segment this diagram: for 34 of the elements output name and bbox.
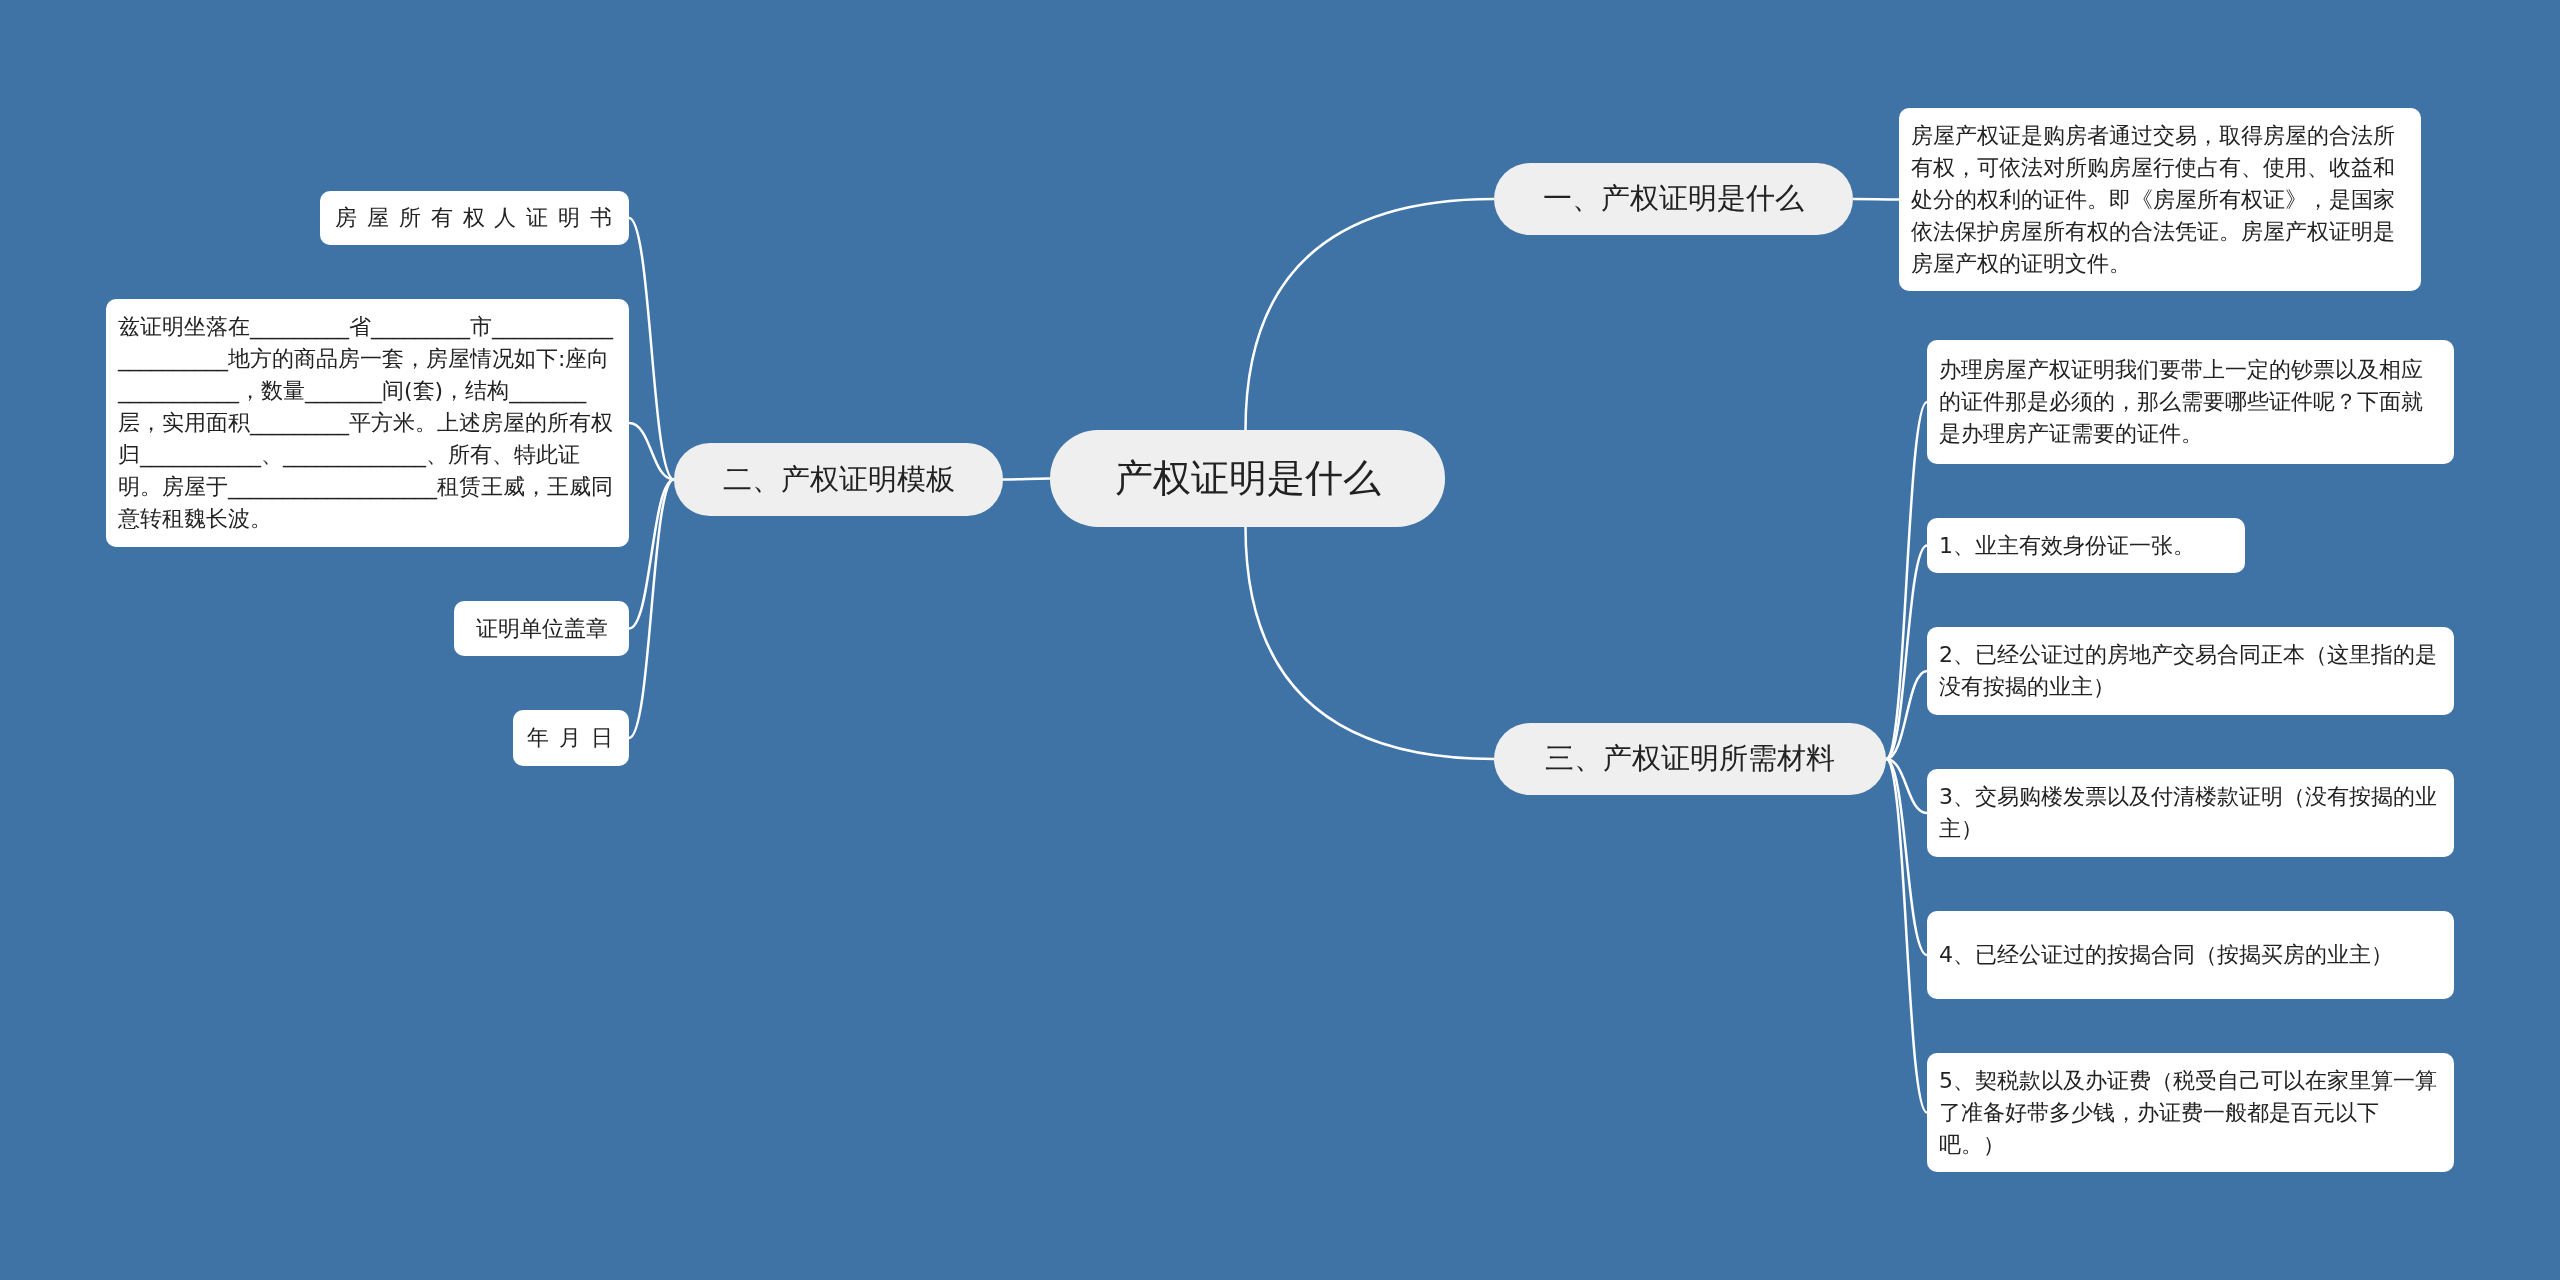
- topic-text: 办理房屋产权证明我们要带上一定的钞票以及相应的证件那是必须的，那么需要哪些证件呢？下面就是办理房产证需要的证件。: [1939, 356, 2424, 448]
- connector-line: [628, 478, 675, 739]
- topic-text: 证明单位盖章: [475, 614, 608, 643]
- topic-text: 年月日: [527, 724, 623, 752]
- connector-line: [1244, 526, 1495, 761]
- connector-line: [1884, 758, 1929, 1114]
- topic-text: 房屋产权证是购房者通过交易，取得房屋的合法所有权，可依法对所购房屋行使占有、使用、收益和处分的权利的证件。即《房屋所有权证》，是国家依法保护房屋所有权的合法凭证。房屋产权证明是房屋产权的证明文件。: [1911, 121, 2396, 278]
- connector-line: [1884, 401, 1929, 760]
- connector-line: [1853, 197, 1899, 201]
- topic-text: 2、已经公证过的房地产交易合同正本（这里指的是没有按揭的业主）: [1939, 641, 2438, 701]
- topic-text: 3、交易购楼发票以及付清楼款证明（没有按揭的业主）: [1939, 783, 2438, 843]
- topic-text: 5、契税款以及办证费（税受自己可以在家里算一算了准备好带多少钱，办证费一般都是百元以下吧。）: [1939, 1066, 2438, 1159]
- subtopic-card: [320, 191, 629, 245]
- subtopic-card: [1927, 627, 2454, 715]
- subtopic-card: [513, 710, 629, 766]
- topic-text: 1、业主有效身份证一张。: [1939, 531, 2195, 560]
- topic-text: 二、产权证明模板: [722, 460, 955, 498]
- subtopic-card: [1927, 911, 2454, 999]
- connector-line: [628, 217, 675, 481]
- subtopic-card: [1927, 518, 2245, 573]
- topic-text: 三、产权证明所需材料: [1545, 740, 1835, 777]
- topic-text: 一、产权证明是什么: [1543, 180, 1804, 217]
- subtopic-card: [454, 601, 629, 656]
- topic-text: 产权证明是什么: [1114, 455, 1381, 502]
- subtopic-card: [1899, 108, 2421, 291]
- topic-text: 兹证明坐落在_________省_________市_____________________地方的商品房一套，房屋情况如下:座向___________，数量_______间(套)，结构_______层，实用面积_________平方米。上述房屋的所有权归___________、_____________、所有、特此证明。房屋于___________________租赁王威，王威同意转租魏长波。: [118, 313, 615, 533]
- topic-text: 房屋所有权人证明书: [334, 204, 623, 232]
- connector-line: [1003, 477, 1050, 481]
- topic-text: 4、已经公证过的按揭合同（按揭买房的业主）: [1939, 941, 2393, 969]
- subtopic-card: [1927, 769, 2454, 857]
- subtopic-card: [1927, 1053, 2454, 1172]
- connector-line: [1244, 197, 1495, 431]
- subtopic-card: [1927, 340, 2454, 464]
- subtopic-card: [106, 299, 629, 547]
